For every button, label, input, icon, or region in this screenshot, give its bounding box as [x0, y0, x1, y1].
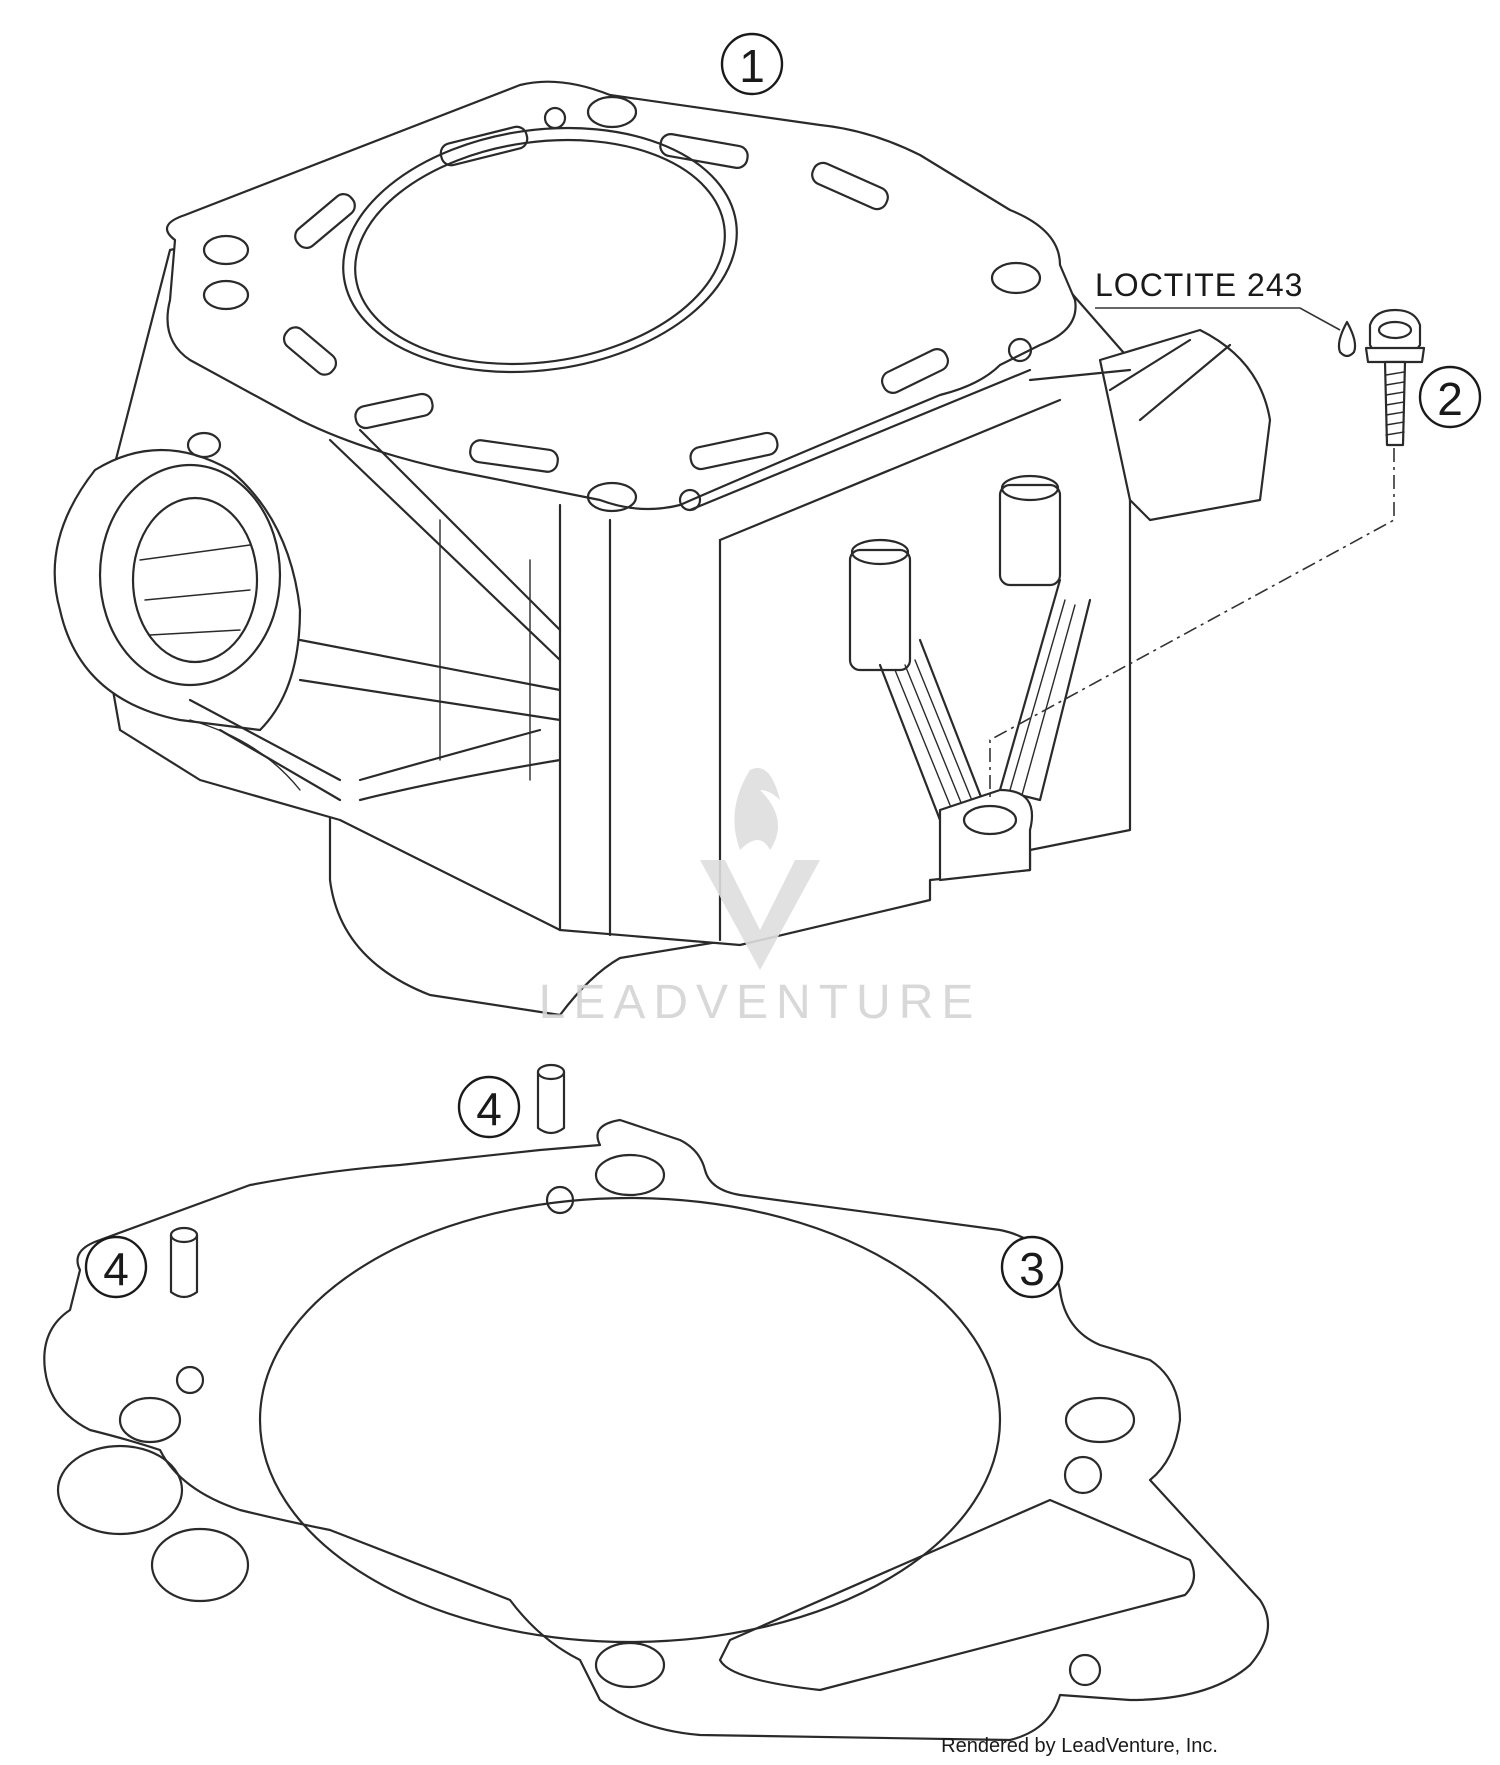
callout-1-number: 1: [739, 40, 765, 92]
callout-4-upper-number: 4: [476, 1083, 502, 1135]
watermark-v-icon: [700, 860, 820, 970]
footer-credit: Rendered by LeadVenture, Inc.: [941, 1735, 1218, 1757]
loctite-leader-line: [1095, 307, 1341, 331]
callout-2-number: 2: [1437, 373, 1463, 425]
callout-1[interactable]: 1: [720, 32, 784, 96]
gasket-part[interactable]: [43, 1118, 1270, 1742]
cylinder-part[interactable]: [53, 80, 1272, 1017]
bolt-part[interactable]: [1337, 308, 1426, 447]
callout-3-number: 3: [1019, 1243, 1045, 1295]
callout-2[interactable]: 2: [1418, 365, 1482, 429]
watermark-text: LEADVENTURE: [539, 976, 982, 1029]
loctite-label: LOCTITE 243: [1095, 267, 1303, 303]
callout-4-left[interactable]: 4: [84, 1235, 148, 1299]
dowel-pin-left[interactable]: [169, 1226, 199, 1299]
callout-4-upper[interactable]: 4: [457, 1075, 521, 1139]
callout-3[interactable]: 3: [1000, 1235, 1064, 1299]
watermark: LEADVENTURE: [539, 768, 982, 1029]
bolt-leader-line: [989, 448, 1395, 800]
loctite-drop-icon: [1337, 320, 1357, 358]
dowel-pin-upper[interactable]: [536, 1063, 566, 1135]
watermark-flame-icon: [734, 768, 780, 850]
callout-4-left-number: 4: [103, 1243, 129, 1295]
